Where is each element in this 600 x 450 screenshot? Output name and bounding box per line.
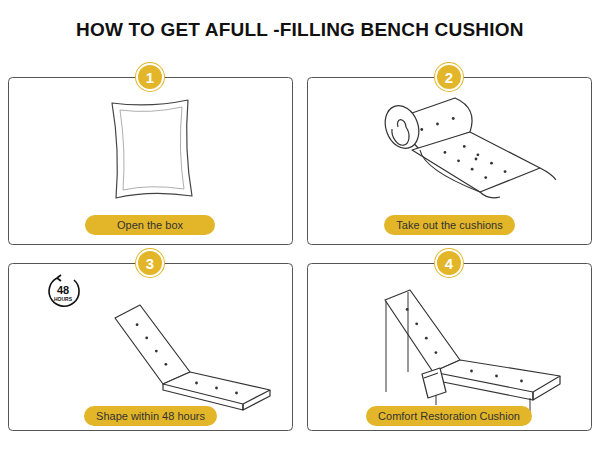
step-label-text: Comfort Restoration Cushion	[378, 410, 520, 422]
title: HOW TO GET AFULL -FILLING BENCH CUSHION	[76, 19, 524, 41]
step-number: 2	[435, 63, 463, 91]
panel	[9, 78, 293, 245]
chaise-cushion-restored	[385, 290, 560, 420]
step-number-text: 1	[146, 69, 154, 86]
step-label: Shape within 48 hours	[84, 406, 217, 426]
step-number: 3	[136, 249, 164, 277]
step-number-text: 3	[146, 255, 154, 272]
panel	[9, 264, 293, 431]
step-label: Take out the cushions	[384, 215, 515, 235]
step-label-text: Shape within 48 hours	[96, 410, 205, 422]
step-label: Comfort Restoration Cushion	[366, 406, 532, 426]
step-label-text: Take out the cushions	[396, 219, 502, 231]
panel	[308, 264, 592, 431]
step-number-text: 4	[445, 255, 453, 272]
step-label: Open the box	[85, 215, 215, 235]
step-label-text: Open the box	[117, 219, 183, 231]
rolled-cushion	[379, 98, 556, 198]
step-number: 4	[435, 249, 463, 277]
chaise-cushion	[115, 305, 270, 410]
clock-hours-number: 48	[57, 284, 69, 296]
panel	[308, 78, 592, 245]
clock-icon	[49, 275, 79, 306]
bag-drawing	[112, 100, 192, 198]
step-number: 1	[136, 63, 164, 91]
step-number-text: 2	[445, 69, 453, 86]
clock-hours-word: HOURS	[54, 296, 72, 302]
